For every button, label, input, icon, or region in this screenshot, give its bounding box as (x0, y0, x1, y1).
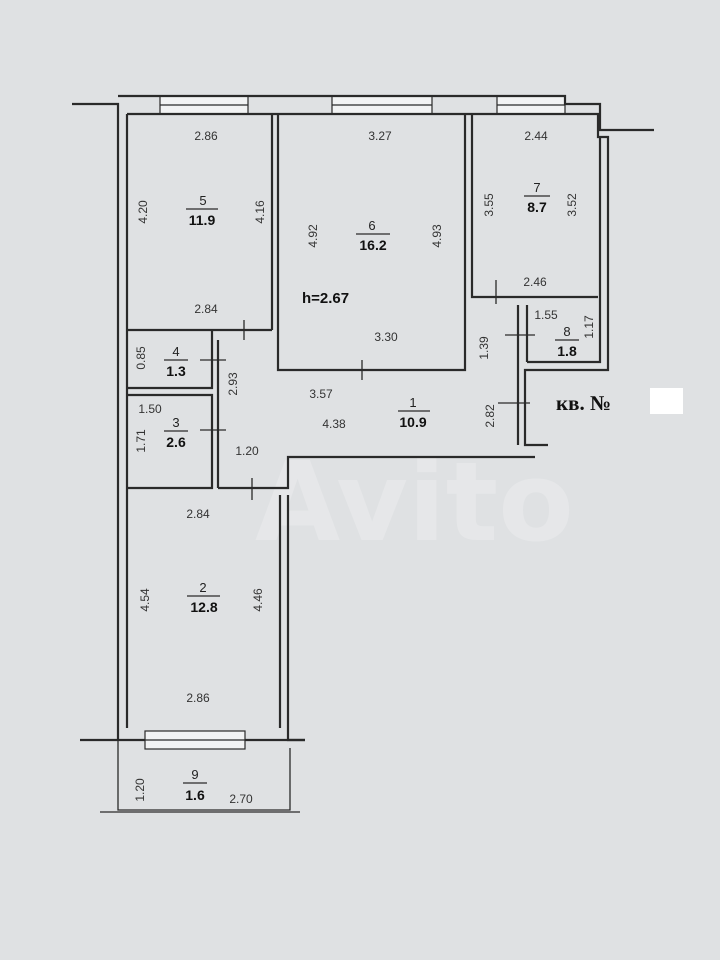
room-5-area: 11.9 (189, 212, 216, 228)
room-7-area: 8.7 (527, 199, 547, 215)
dim-r8-top: 1.55 (534, 308, 558, 322)
apartment-label: кв. № (556, 391, 611, 415)
dim-r6-top: 3.27 (368, 129, 392, 143)
room-7-number: 7 (533, 180, 540, 195)
apartment-number-box (650, 388, 683, 414)
room-8-number: 8 (563, 324, 570, 339)
room-2-area: 12.8 (190, 599, 217, 615)
room-4: 4 1.3 (164, 344, 188, 379)
dim-r2-right: 4.46 (251, 588, 265, 612)
room-9-area: 1.6 (185, 787, 205, 803)
dim-r7-right: 3.52 (565, 193, 579, 217)
room-9-number: 9 (191, 767, 198, 782)
watermark-text: Avito (255, 438, 574, 566)
room-8-area: 1.8 (557, 343, 577, 359)
top-windows (159, 95, 566, 115)
dim-r8-right: 1.17 (582, 315, 596, 339)
dim-r2-top: 2.84 (186, 507, 210, 521)
apartment-label-group: кв. № (556, 388, 683, 415)
dim-r6-right: 4.93 (430, 224, 444, 248)
door-marks (200, 280, 535, 500)
room-1: 1 10.9 (398, 395, 430, 430)
room-3: 3 2.6 (164, 415, 188, 450)
dim-r5-right: 4.16 (253, 200, 267, 224)
room-3-number: 3 (172, 415, 179, 430)
dim-hall-r: 2.82 (483, 404, 497, 428)
dim-r9-width: 2.70 (229, 792, 253, 806)
room-6: 6 16.2 (356, 218, 390, 253)
dim-hall-a: 3.57 (309, 387, 333, 401)
dim-r7-top: 2.44 (524, 129, 548, 143)
dim-r7-bottom: 2.46 (523, 275, 547, 289)
dim-hall-v: 2.93 (226, 372, 240, 396)
ceiling-height-label: h=2.67 (302, 290, 349, 307)
room-5: 5 11.9 (186, 193, 218, 228)
outer-walls (72, 94, 654, 742)
dim-r4-left: 0.85 (134, 346, 148, 370)
dimension-labels: 2.86 2.84 3.27 3.30 2.44 2.46 1.55 1.50 … (138, 129, 558, 806)
vertical-dimension-labels: 4.20 4.16 4.92 4.93 3.55 3.52 1.39 1.17 … (133, 193, 596, 802)
room-7: 7 8.7 (524, 180, 550, 215)
dim-r6-left: 4.92 (306, 224, 320, 248)
dim-r9-left: 1.20 (133, 778, 147, 802)
dim-r5-bottom: 2.84 (194, 302, 218, 316)
dim-hall-w: 1.20 (235, 444, 259, 458)
dim-r7-left: 3.55 (482, 193, 496, 217)
dim-r8-left: 1.39 (477, 336, 491, 360)
room-1-number: 1 (409, 395, 416, 410)
dim-hall-b: 4.38 (322, 417, 346, 431)
dim-r5-left: 4.20 (136, 200, 150, 224)
room-5-number: 5 (199, 193, 206, 208)
room-6-number: 6 (368, 218, 375, 233)
room-9: 9 1.6 (183, 767, 207, 803)
balcony (80, 730, 305, 813)
room-2: 2 12.8 (187, 580, 220, 615)
room-1-area: 10.9 (399, 414, 426, 430)
dim-r3-left: 1.71 (134, 429, 148, 453)
room-2-number: 2 (199, 580, 206, 595)
dim-r2-left: 4.54 (138, 588, 152, 612)
room-6-area: 16.2 (359, 237, 386, 253)
dim-r6-bottom: 3.30 (374, 330, 398, 344)
dim-r5-top: 2.86 (194, 129, 218, 143)
dim-r2-bottom: 2.86 (186, 691, 210, 705)
room-3-area: 2.6 (166, 434, 186, 450)
room-4-number: 4 (172, 344, 179, 359)
room-8: 8 1.8 (555, 324, 579, 359)
room-4-area: 1.3 (166, 363, 186, 379)
dim-r3-top: 1.50 (138, 402, 162, 416)
